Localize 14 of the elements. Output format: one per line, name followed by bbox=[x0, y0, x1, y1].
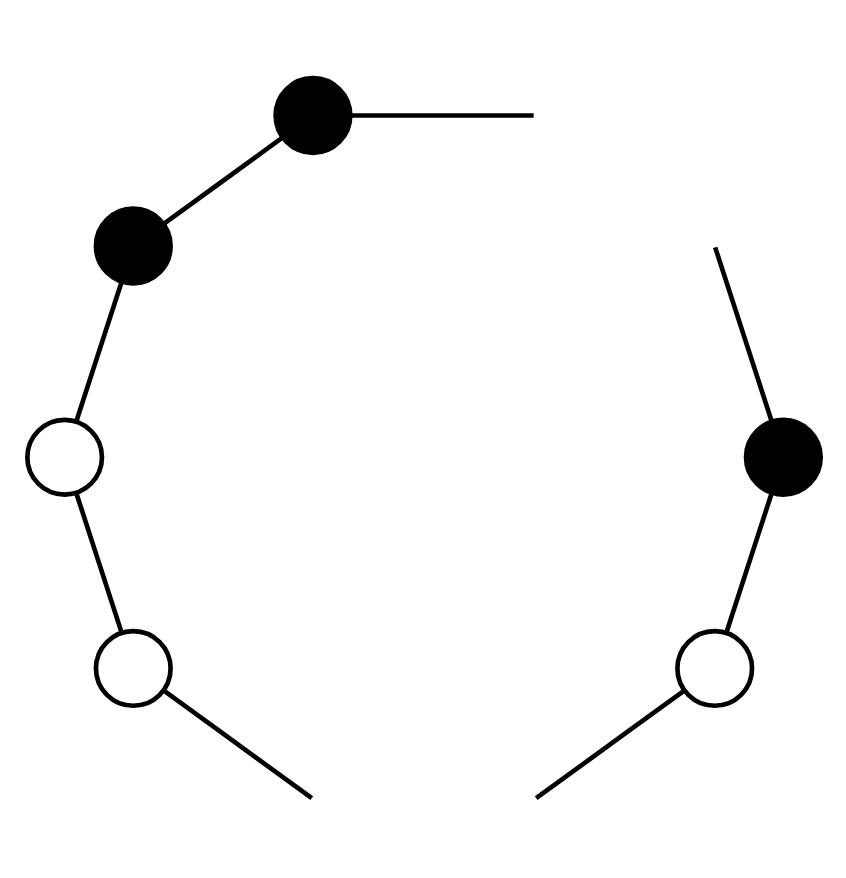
connector bbox=[349, 113, 533, 118]
node-circle bbox=[272, 75, 352, 156]
node-circle bbox=[674, 628, 754, 709]
connector bbox=[73, 281, 123, 423]
connector bbox=[723, 492, 773, 634]
node-circle bbox=[742, 417, 822, 497]
node-circle bbox=[92, 628, 172, 709]
node-circle bbox=[24, 417, 104, 497]
node-circle bbox=[92, 206, 172, 286]
connector bbox=[73, 492, 123, 634]
connector bbox=[711, 246, 774, 423]
connector bbox=[533, 688, 685, 801]
connector bbox=[161, 688, 313, 801]
connector bbox=[161, 135, 283, 226]
